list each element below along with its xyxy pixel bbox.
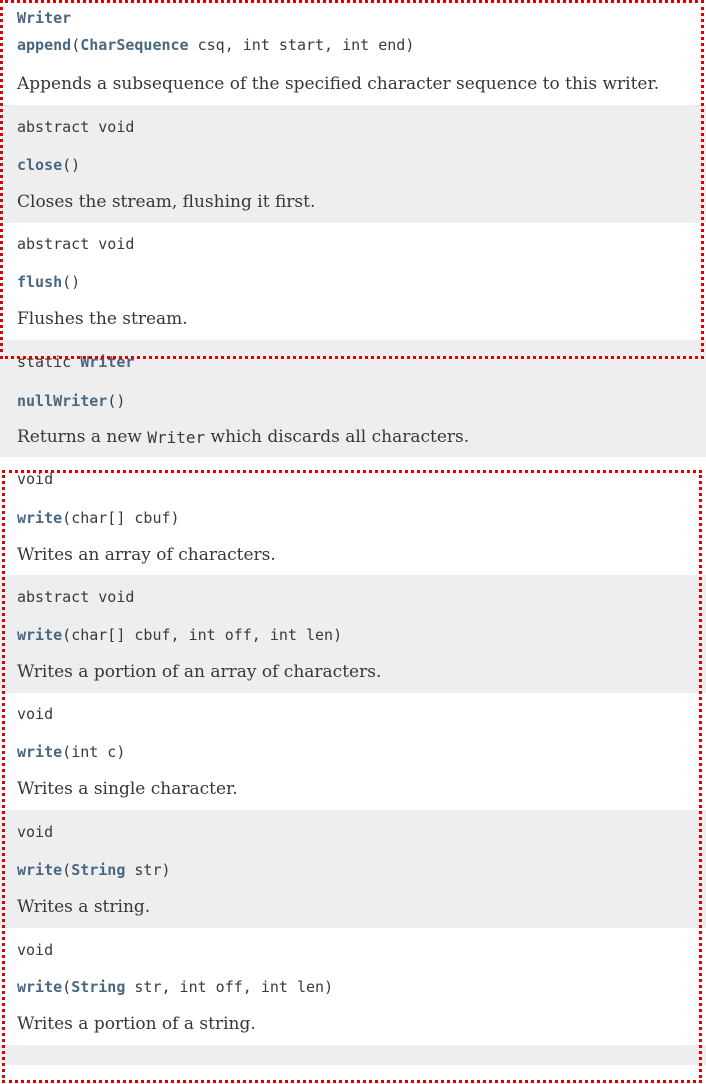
method-signature: write(String str) <box>17 853 698 886</box>
param-type-link-string[interactable]: String <box>71 978 126 996</box>
method-link-nullwriter[interactable]: nullWriter <box>17 391 108 410</box>
method-signature: write(int c) <box>17 735 698 768</box>
close-paren: ) <box>405 36 415 54</box>
method-signature: close() <box>17 148 698 181</box>
param-text: char[] cbuf, int off, int len <box>71 625 334 644</box>
method-link-write[interactable]: write <box>17 860 63 879</box>
method-link-write[interactable]: write <box>17 978 63 996</box>
method-signature: append(CharSequence csq, int start, int … <box>17 27 698 63</box>
params: () <box>62 272 81 291</box>
param-text: char[] cbuf <box>71 508 171 527</box>
close-paren: ) <box>170 508 180 527</box>
method-signature: nullWriter() <box>17 384 698 417</box>
method-signature: write(char[] cbuf) <box>17 501 698 534</box>
method-modifier: abstract void <box>17 117 135 136</box>
open-paren: ( <box>62 978 72 996</box>
method-description: Closes the stream, flushing it first. <box>17 192 316 212</box>
method-modifier: static Writer <box>17 340 698 384</box>
param-text: str, int off, int len <box>125 978 325 996</box>
method-row-write-string: void write(String str) Writes a string. <box>0 810 706 928</box>
method-signature: write(char[] cbuf, int off, int len) <box>17 618 698 651</box>
method-description: Writes a single character. <box>17 779 238 799</box>
description-code-writer: Writer <box>147 427 206 447</box>
method-row-close: abstract void close() Closes the stream,… <box>0 105 706 223</box>
method-description: Writes a string. <box>17 897 151 917</box>
method-modifier: void <box>17 705 54 723</box>
method-description: Appends a subsequence of the specified c… <box>17 74 660 94</box>
method-modifier: Writer <box>17 0 698 27</box>
method-description: Writes an array of characters. <box>17 544 276 565</box>
param-text: int c <box>71 742 117 761</box>
method-modifier: void <box>17 940 54 959</box>
method-link-write[interactable]: write <box>17 625 63 644</box>
params: () <box>107 391 126 410</box>
close-paren: ) <box>324 978 334 996</box>
param-text: csq, int start, int end <box>188 36 406 54</box>
return-type-link-writer[interactable]: Writer <box>17 9 72 27</box>
method-signature: write(String str, int off, int len) <box>17 971 698 1003</box>
open-paren: ( <box>62 625 72 644</box>
method-row-write-cbuf: void write(char[] cbuf) Writes an array … <box>0 457 706 575</box>
method-description: Flushes the stream. <box>17 309 188 329</box>
method-link-write[interactable]: write <box>17 742 63 761</box>
modifier-text: static <box>17 353 81 371</box>
description-text: Returns a new <box>17 427 148 447</box>
method-description: Writes a portion of an array of characte… <box>17 662 382 682</box>
method-description: Returns a new Writer which discards all … <box>17 417 698 457</box>
method-modifier: void <box>17 822 54 841</box>
open-paren: ( <box>62 860 72 879</box>
method-signature: flush() <box>17 265 698 298</box>
method-row-write-cbuf-off-len: abstract void write(char[] cbuf, int off… <box>0 575 706 693</box>
method-link-write[interactable]: write <box>17 508 63 527</box>
param-type-link-string[interactable]: String <box>71 860 126 879</box>
method-modifier: abstract void <box>17 235 135 253</box>
method-modifier: abstract void <box>17 587 135 606</box>
close-paren: ) <box>116 742 126 761</box>
method-row-append: Writer append(CharSequence csq, int star… <box>0 0 706 105</box>
method-row-nullwriter: static Writer nullWriter() Returns a new… <box>0 340 706 457</box>
description-text: which discards all characters. <box>205 427 470 447</box>
params: () <box>62 155 81 174</box>
method-description: Writes a portion of a string. <box>17 1014 256 1034</box>
return-type-link-writer[interactable]: Writer <box>80 353 135 371</box>
method-row-flush: abstract void flush() Flushes the stream… <box>0 223 706 340</box>
param-text: str <box>125 860 162 879</box>
method-link-flush[interactable]: flush <box>17 272 63 291</box>
method-link-close[interactable]: close <box>17 155 63 174</box>
close-paren: ) <box>333 625 343 644</box>
param-type-link-charsequence[interactable]: CharSequence <box>80 36 189 54</box>
open-paren: ( <box>62 508 72 527</box>
method-modifier: void <box>17 470 54 488</box>
method-row-next-partial <box>0 1045 706 1065</box>
open-paren: ( <box>71 36 81 54</box>
method-link-append[interactable]: append <box>17 36 72 54</box>
close-paren: ) <box>161 860 171 879</box>
open-paren: ( <box>62 742 72 761</box>
method-row-write-string-off-len: void write(String str, int off, int len)… <box>0 928 706 1045</box>
method-row-write-int: void write(int c) Writes a single charac… <box>0 693 706 810</box>
